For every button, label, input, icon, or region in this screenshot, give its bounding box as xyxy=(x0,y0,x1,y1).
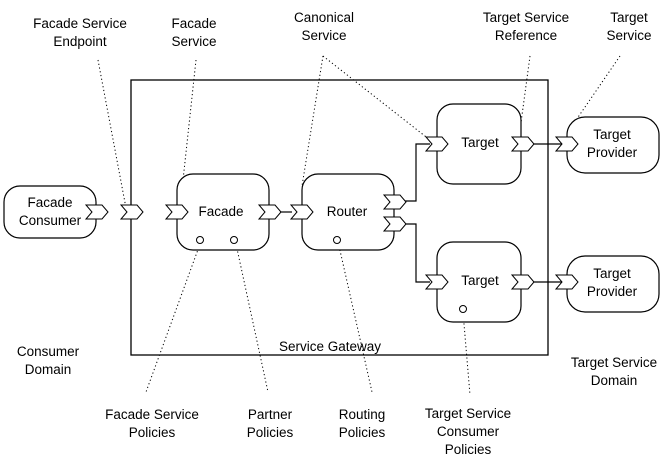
policy-circle-facade-service xyxy=(196,236,204,244)
port-provider-bottom-in xyxy=(554,274,579,290)
port-target-bottom-in xyxy=(424,274,449,290)
target-bottom-label: Target xyxy=(461,273,499,288)
port-target-top-out xyxy=(510,136,535,152)
router-label: Router xyxy=(327,204,368,219)
port-target-top-in xyxy=(424,136,449,152)
port-consumer-out xyxy=(84,204,109,220)
target-top-label: Target xyxy=(461,135,499,150)
port-gateway-endpoint xyxy=(119,204,144,220)
ports xyxy=(84,136,579,290)
facade-label: Facade xyxy=(198,204,243,219)
leader-lines xyxy=(97,55,621,396)
service-gateway-label: Service Gateway xyxy=(279,339,381,354)
policy-circle-routing xyxy=(333,236,341,244)
policy-circle-target-consumer xyxy=(459,305,467,313)
port-provider-top-in xyxy=(554,136,579,152)
port-router-in xyxy=(289,204,314,220)
port-router-out-top xyxy=(382,194,407,210)
port-facade-in xyxy=(164,204,189,220)
port-target-bottom-out xyxy=(510,274,535,290)
port-router-out-bottom xyxy=(382,216,407,232)
policy-circle-partner xyxy=(230,236,238,244)
port-facade-out xyxy=(257,204,282,220)
